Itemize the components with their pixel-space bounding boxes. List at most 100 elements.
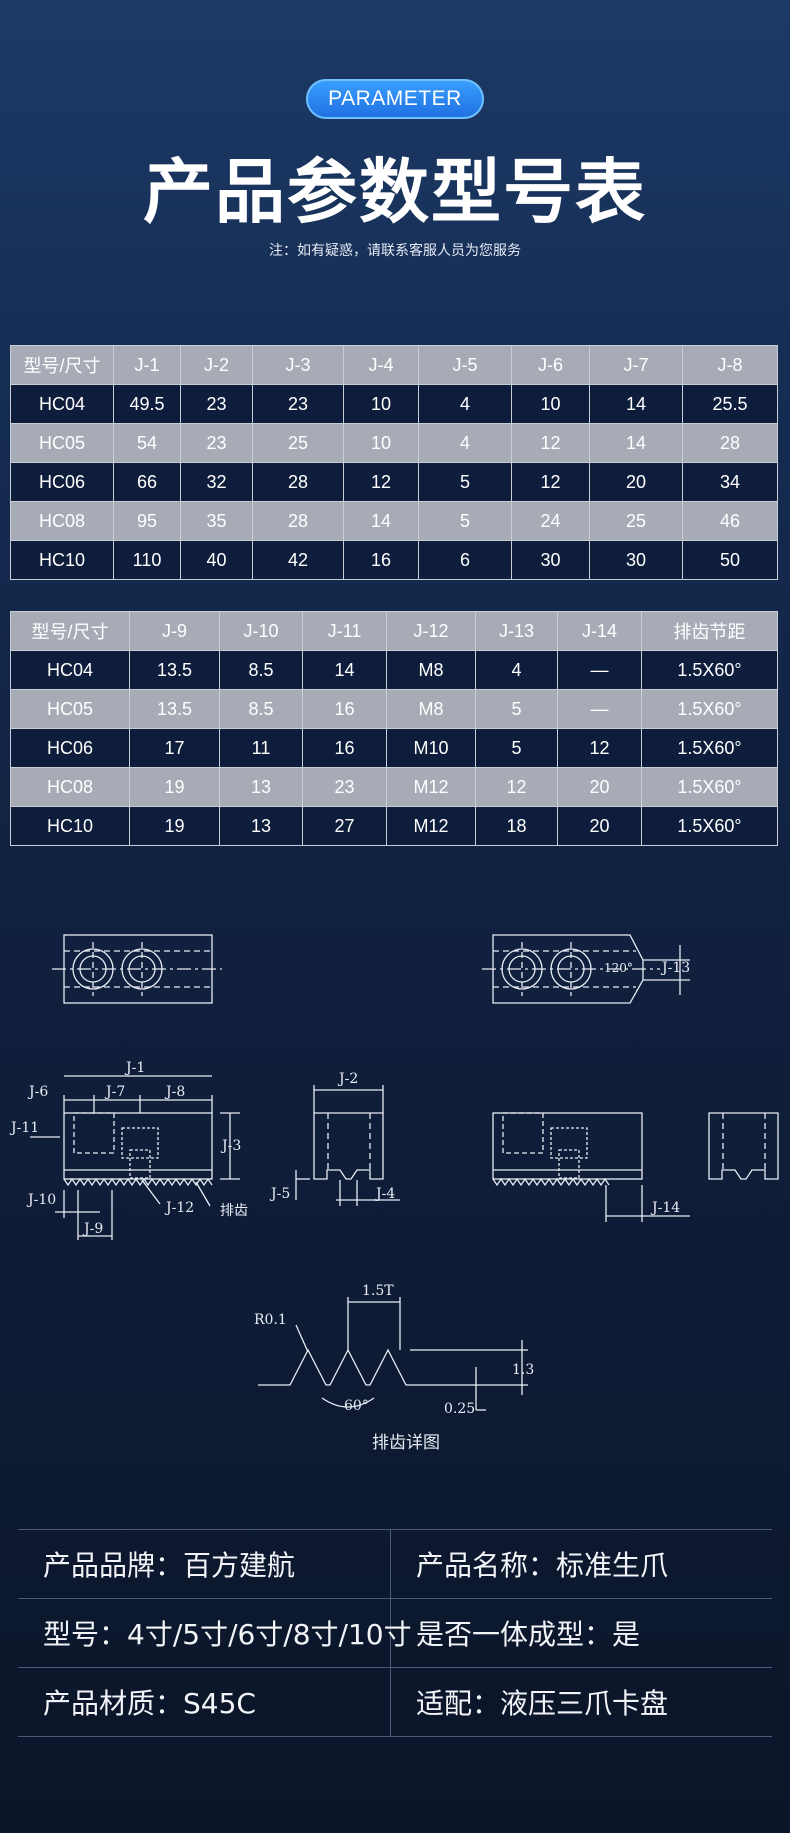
dim-j3-label: J-3 bbox=[220, 1138, 241, 1154]
table-cell: 25 bbox=[589, 501, 683, 541]
height-label: 1.3 bbox=[512, 1362, 534, 1378]
table-cell: 13.5 bbox=[129, 689, 220, 729]
integral-info: 是否一体成型：是 bbox=[416, 1618, 641, 1651]
header-cell: J-13 bbox=[475, 611, 558, 651]
dim-j14-label: J-14 bbox=[650, 1200, 680, 1216]
dim-j13-label: J-13 bbox=[660, 960, 690, 976]
angle-60-label: 60° bbox=[344, 1398, 369, 1414]
angle-120-label: 120° bbox=[604, 961, 633, 975]
table-cell: 14 bbox=[302, 650, 387, 690]
table-cell: 23 bbox=[302, 767, 387, 807]
table-cell: 46 bbox=[682, 501, 778, 541]
table-cell: 12 bbox=[475, 767, 558, 807]
table-cell: 13.5 bbox=[129, 650, 220, 690]
dim-j7-label: J-7 bbox=[104, 1084, 125, 1100]
table-cell: 14 bbox=[589, 423, 683, 463]
table-cell: HC05 bbox=[10, 423, 114, 463]
fit-info: 适配：液压三爪卡盘 bbox=[416, 1687, 669, 1720]
table-cell: 30 bbox=[511, 540, 590, 580]
table-cell: 16 bbox=[302, 689, 387, 729]
table-cell: 1.5X60° bbox=[641, 806, 778, 846]
page-title: 产品参数型号表 bbox=[143, 151, 647, 233]
table-cell: 11 bbox=[219, 728, 303, 768]
header-cell: J-11 bbox=[302, 611, 387, 651]
table-cell: HC05 bbox=[10, 689, 130, 729]
dim-j10-label: J-10 bbox=[26, 1192, 56, 1208]
table-cell: 5 bbox=[475, 728, 558, 768]
table-cell: 16 bbox=[302, 728, 387, 768]
dim-j4-label: J-4 bbox=[374, 1186, 395, 1202]
table-cell: HC06 bbox=[10, 728, 130, 768]
table-cell: 16 bbox=[343, 540, 419, 580]
table-cell: 110 bbox=[113, 540, 181, 580]
table-cell: 66 bbox=[113, 462, 181, 502]
table-cell: 30 bbox=[589, 540, 683, 580]
header-cell: J-7 bbox=[589, 345, 683, 385]
table-cell: 20 bbox=[557, 767, 642, 807]
table-cell: 10 bbox=[343, 423, 419, 463]
table-cell: 54 bbox=[113, 423, 181, 463]
parameter-badge: PARAMETER bbox=[306, 79, 484, 119]
table-cell: HC10 bbox=[10, 540, 114, 580]
table-cell: — bbox=[557, 650, 642, 690]
table-cell: 42 bbox=[252, 540, 344, 580]
table-cell: 24 bbox=[511, 501, 590, 541]
teeth-detail-caption: 排齿详图 bbox=[372, 1433, 440, 1453]
info-row: 型号：4寸/5寸/6寸/8寸/10寸 是否一体成型：是 bbox=[18, 1599, 772, 1668]
depth-label: 0.25 bbox=[444, 1401, 475, 1417]
table-cell: 23 bbox=[180, 423, 253, 463]
table-cell: 20 bbox=[557, 806, 642, 846]
table-cell: M10 bbox=[386, 728, 476, 768]
model-info: 型号：4寸/5寸/6寸/8寸/10寸 bbox=[18, 1599, 412, 1667]
header-cell: J-14 bbox=[557, 611, 642, 651]
table-cell: 95 bbox=[113, 501, 181, 541]
table-cell: 28 bbox=[252, 462, 344, 502]
table-cell: 14 bbox=[589, 384, 683, 424]
table-cell: M8 bbox=[386, 689, 476, 729]
parameter-table-2: 型号/尺寸 J-9 J-10 J-11 J-12 J-13 J-14 排齿节距 … bbox=[10, 611, 778, 846]
table-cell: 1.5X60° bbox=[641, 650, 778, 690]
table-cell: HC04 bbox=[10, 384, 114, 424]
teeth-detail bbox=[258, 1297, 528, 1411]
jaw-top-view-chamfer bbox=[482, 934, 690, 1004]
table-cell: 8.5 bbox=[219, 689, 303, 729]
header-cell: J-1 bbox=[113, 345, 181, 385]
table-cell: 12 bbox=[343, 462, 419, 502]
table-cell: 49.5 bbox=[113, 384, 181, 424]
table-cell: HC04 bbox=[10, 650, 130, 690]
table-cell: HC06 bbox=[10, 462, 114, 502]
dim-j6-label: J-6 bbox=[27, 1084, 48, 1100]
jaw-side-view bbox=[295, 1085, 400, 1206]
table-cell: — bbox=[557, 689, 642, 729]
table-cell: 19 bbox=[129, 767, 220, 807]
table-cell: 25.5 bbox=[682, 384, 778, 424]
table-cell: HC08 bbox=[10, 501, 114, 541]
table-cell: 5 bbox=[475, 689, 558, 729]
pitch-label: 1.5T bbox=[362, 1283, 394, 1299]
table-cell: 23 bbox=[180, 384, 253, 424]
dim-j1-label: J-1 bbox=[124, 1060, 145, 1076]
info-row: 产品品牌：百方建航 产品名称：标准生爪 bbox=[18, 1530, 772, 1599]
table-cell: 27 bbox=[302, 806, 387, 846]
table-cell: 17 bbox=[129, 728, 220, 768]
table-cell: 18 bbox=[475, 806, 558, 846]
table-cell: 4 bbox=[418, 384, 512, 424]
table-cell: 4 bbox=[475, 650, 558, 690]
table-cell: 28 bbox=[252, 501, 344, 541]
technical-drawing: 120° J-13 J-1 J-6 J-7 J-8 J-11 J-3 J-10 … bbox=[9, 934, 779, 1453]
teeth-label: 排齿 bbox=[220, 1203, 248, 1219]
table-cell: 6 bbox=[418, 540, 512, 580]
product-info-grid: 产品品牌：百方建航 产品名称：标准生爪 型号：4寸/5寸/6寸/8寸/10寸 是… bbox=[18, 1529, 772, 1737]
header-cell: 型号/尺寸 bbox=[10, 345, 114, 385]
dim-j12-label: J-12 bbox=[164, 1200, 194, 1216]
header-cell: J-3 bbox=[252, 345, 344, 385]
jaw-front-view bbox=[30, 1075, 240, 1240]
table-cell: M12 bbox=[386, 767, 476, 807]
